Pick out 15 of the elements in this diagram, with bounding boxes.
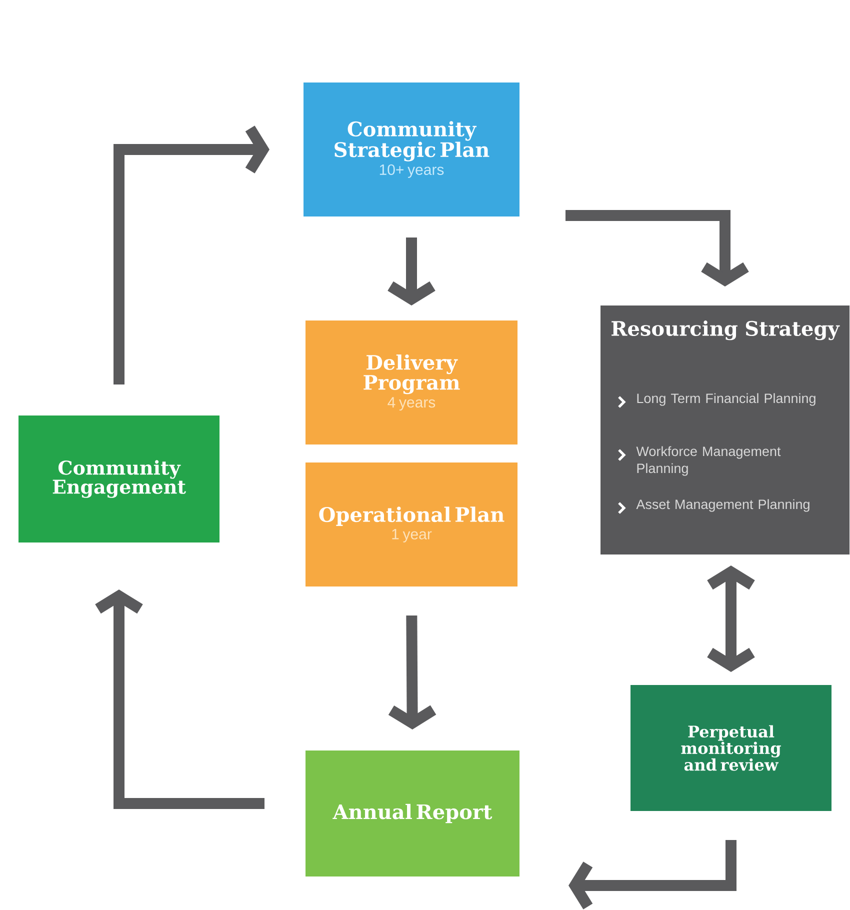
arrow — [566, 210, 749, 286]
engagement-box: Community Engagement — [18, 414, 220, 544]
list-item: Asset Management Planning — [636, 499, 810, 512]
arrow — [114, 126, 270, 384]
list-item: Long Term Financial Planning — [637, 393, 816, 406]
plan-box: Community Strategic Plan 10+ years — [302, 82, 520, 218]
box-heading: Resourcing Strategy — [612, 320, 840, 340]
arrow — [388, 615, 436, 730]
arrow — [568, 840, 736, 910]
plan-box: Operational Plan 1 year — [304, 462, 518, 588]
list-item: Workforce Management Planning — [636, 446, 781, 476]
review-box: Perpetual monitoring and review — [630, 684, 832, 812]
report-box: Annual Report — [304, 750, 520, 878]
arrow — [95, 590, 264, 809]
plan-box: Delivery Program 4 years — [304, 320, 518, 446]
